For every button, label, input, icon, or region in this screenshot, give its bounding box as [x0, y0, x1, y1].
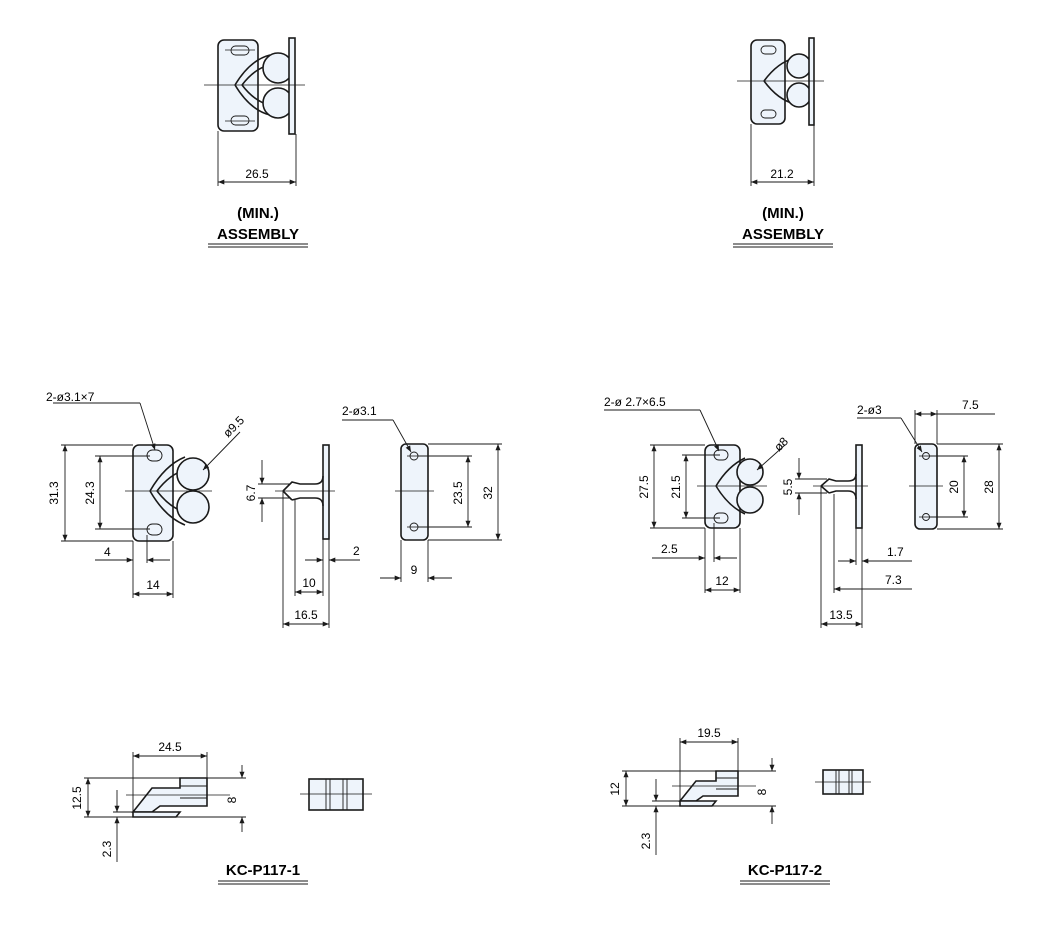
bottom-1-view: 24.5 12.5 8 2.3 KC-P117-1 [70, 740, 372, 885]
part-2-width-dim: 12 [715, 574, 729, 588]
part-1-depth-dim: 10 [302, 576, 316, 590]
part-2-side-view [813, 444, 868, 529]
bottom-1-height-dim: 12.5 [70, 786, 84, 810]
part-2-roller-dia-dim: ø8 [771, 434, 791, 454]
part-1-strike-width-dim: 9 [411, 563, 418, 577]
part-1-height-inner-dim: 24.3 [83, 481, 97, 505]
assembly-1-title: ASSEMBLY [217, 226, 299, 243]
bottom-1-model-label: KC-P117-1 [226, 862, 300, 879]
bottom-2-strike-side [815, 769, 871, 795]
part-1-roller-dia-dim: ø9.5 [220, 413, 247, 440]
part-1-height-total-dim: 31.3 [47, 481, 61, 505]
part-1-hole-callout: 2-ø3.1 [342, 404, 377, 418]
part-2-front-view [697, 444, 767, 529]
part-2-depth-total-dim: 13.5 [829, 608, 853, 622]
bottom-1-base-dim: 2.3 [100, 840, 114, 857]
part-1-detail: 31.3 24.3 2-ø3.1×7 ø9.5 4 14 6.7 [46, 390, 502, 628]
assembly-2-view: 21.2 (MIN.) ASSEMBLY [733, 37, 833, 248]
bottom-2-height-dim: 12 [608, 782, 622, 796]
assembly-1-view: 26.5 (MIN.) ASSEMBLY [204, 37, 308, 248]
assembly-2-min-label: (MIN.) [762, 205, 804, 222]
part-1-width-dim: 14 [146, 578, 160, 592]
part-2-strike-plate [909, 443, 943, 530]
bottom-2-thick-dim: 8 [755, 788, 769, 795]
part-2-height-inner-dim: 21.5 [669, 475, 683, 499]
part-2-height-total-dim: 27.5 [637, 475, 651, 499]
part-2-tip-dim: 5.5 [781, 478, 795, 495]
assembly-1-width-dim: 26.5 [245, 167, 269, 181]
assembly-1-catch-body [204, 37, 305, 135]
part-1-strike-height-dim: 32 [481, 486, 495, 500]
part-1-strike-plate [395, 443, 434, 541]
part-1-side-view [275, 444, 335, 540]
part-2-slot-callout: 2-ø 2.7×6.5 [604, 395, 666, 409]
assembly-2-catch-body [737, 37, 824, 126]
assembly-2-title: ASSEMBLY [742, 226, 824, 243]
bottom-2-model-label: KC-P117-2 [748, 862, 822, 879]
part-2-hole-pitch-dim: 20 [947, 480, 961, 494]
part-2-strike-width-dim: 7.5 [962, 398, 979, 412]
bottom-1-catch-side [126, 777, 230, 818]
bottom-2-view: 19.5 12 8 2.3 KC-P117-2 [608, 726, 871, 885]
part-2-detail: 27.5 21.5 2-ø 2.7×6.5 ø8 2.5 12 5.5 [604, 395, 1003, 628]
part-1-offset-dim: 4 [104, 545, 111, 559]
part-1-depth-total-dim: 16.5 [294, 608, 318, 622]
part-2-depth-dim: 7.3 [885, 573, 902, 587]
part-1-hole-pitch-dim: 23.5 [451, 481, 465, 505]
part-1-thickness-dim: 2 [353, 544, 360, 558]
part-2-hole-callout: 2-ø3 [857, 403, 882, 417]
bottom-2-base-dim: 2.3 [639, 832, 653, 849]
bottom-1-thick-dim: 8 [225, 796, 239, 803]
part-1-slot-callout: 2-ø3.1×7 [46, 390, 95, 404]
assembly-2-width-dim: 21.2 [770, 167, 794, 181]
bottom-2-catch-side [672, 770, 756, 807]
part-2-offset-dim: 2.5 [661, 542, 678, 556]
bottom-1-width-dim: 24.5 [158, 740, 182, 754]
assembly-1-min-label: (MIN.) [237, 205, 279, 222]
part-1-tip-dim: 6.7 [244, 484, 258, 501]
bottom-2-width-dim: 19.5 [697, 726, 721, 740]
part-2-thickness-dim: 1.7 [887, 545, 904, 559]
part-1-front-view [125, 444, 212, 542]
part-2-strike-height-dim: 28 [982, 480, 996, 494]
bottom-1-strike-side [300, 778, 372, 811]
